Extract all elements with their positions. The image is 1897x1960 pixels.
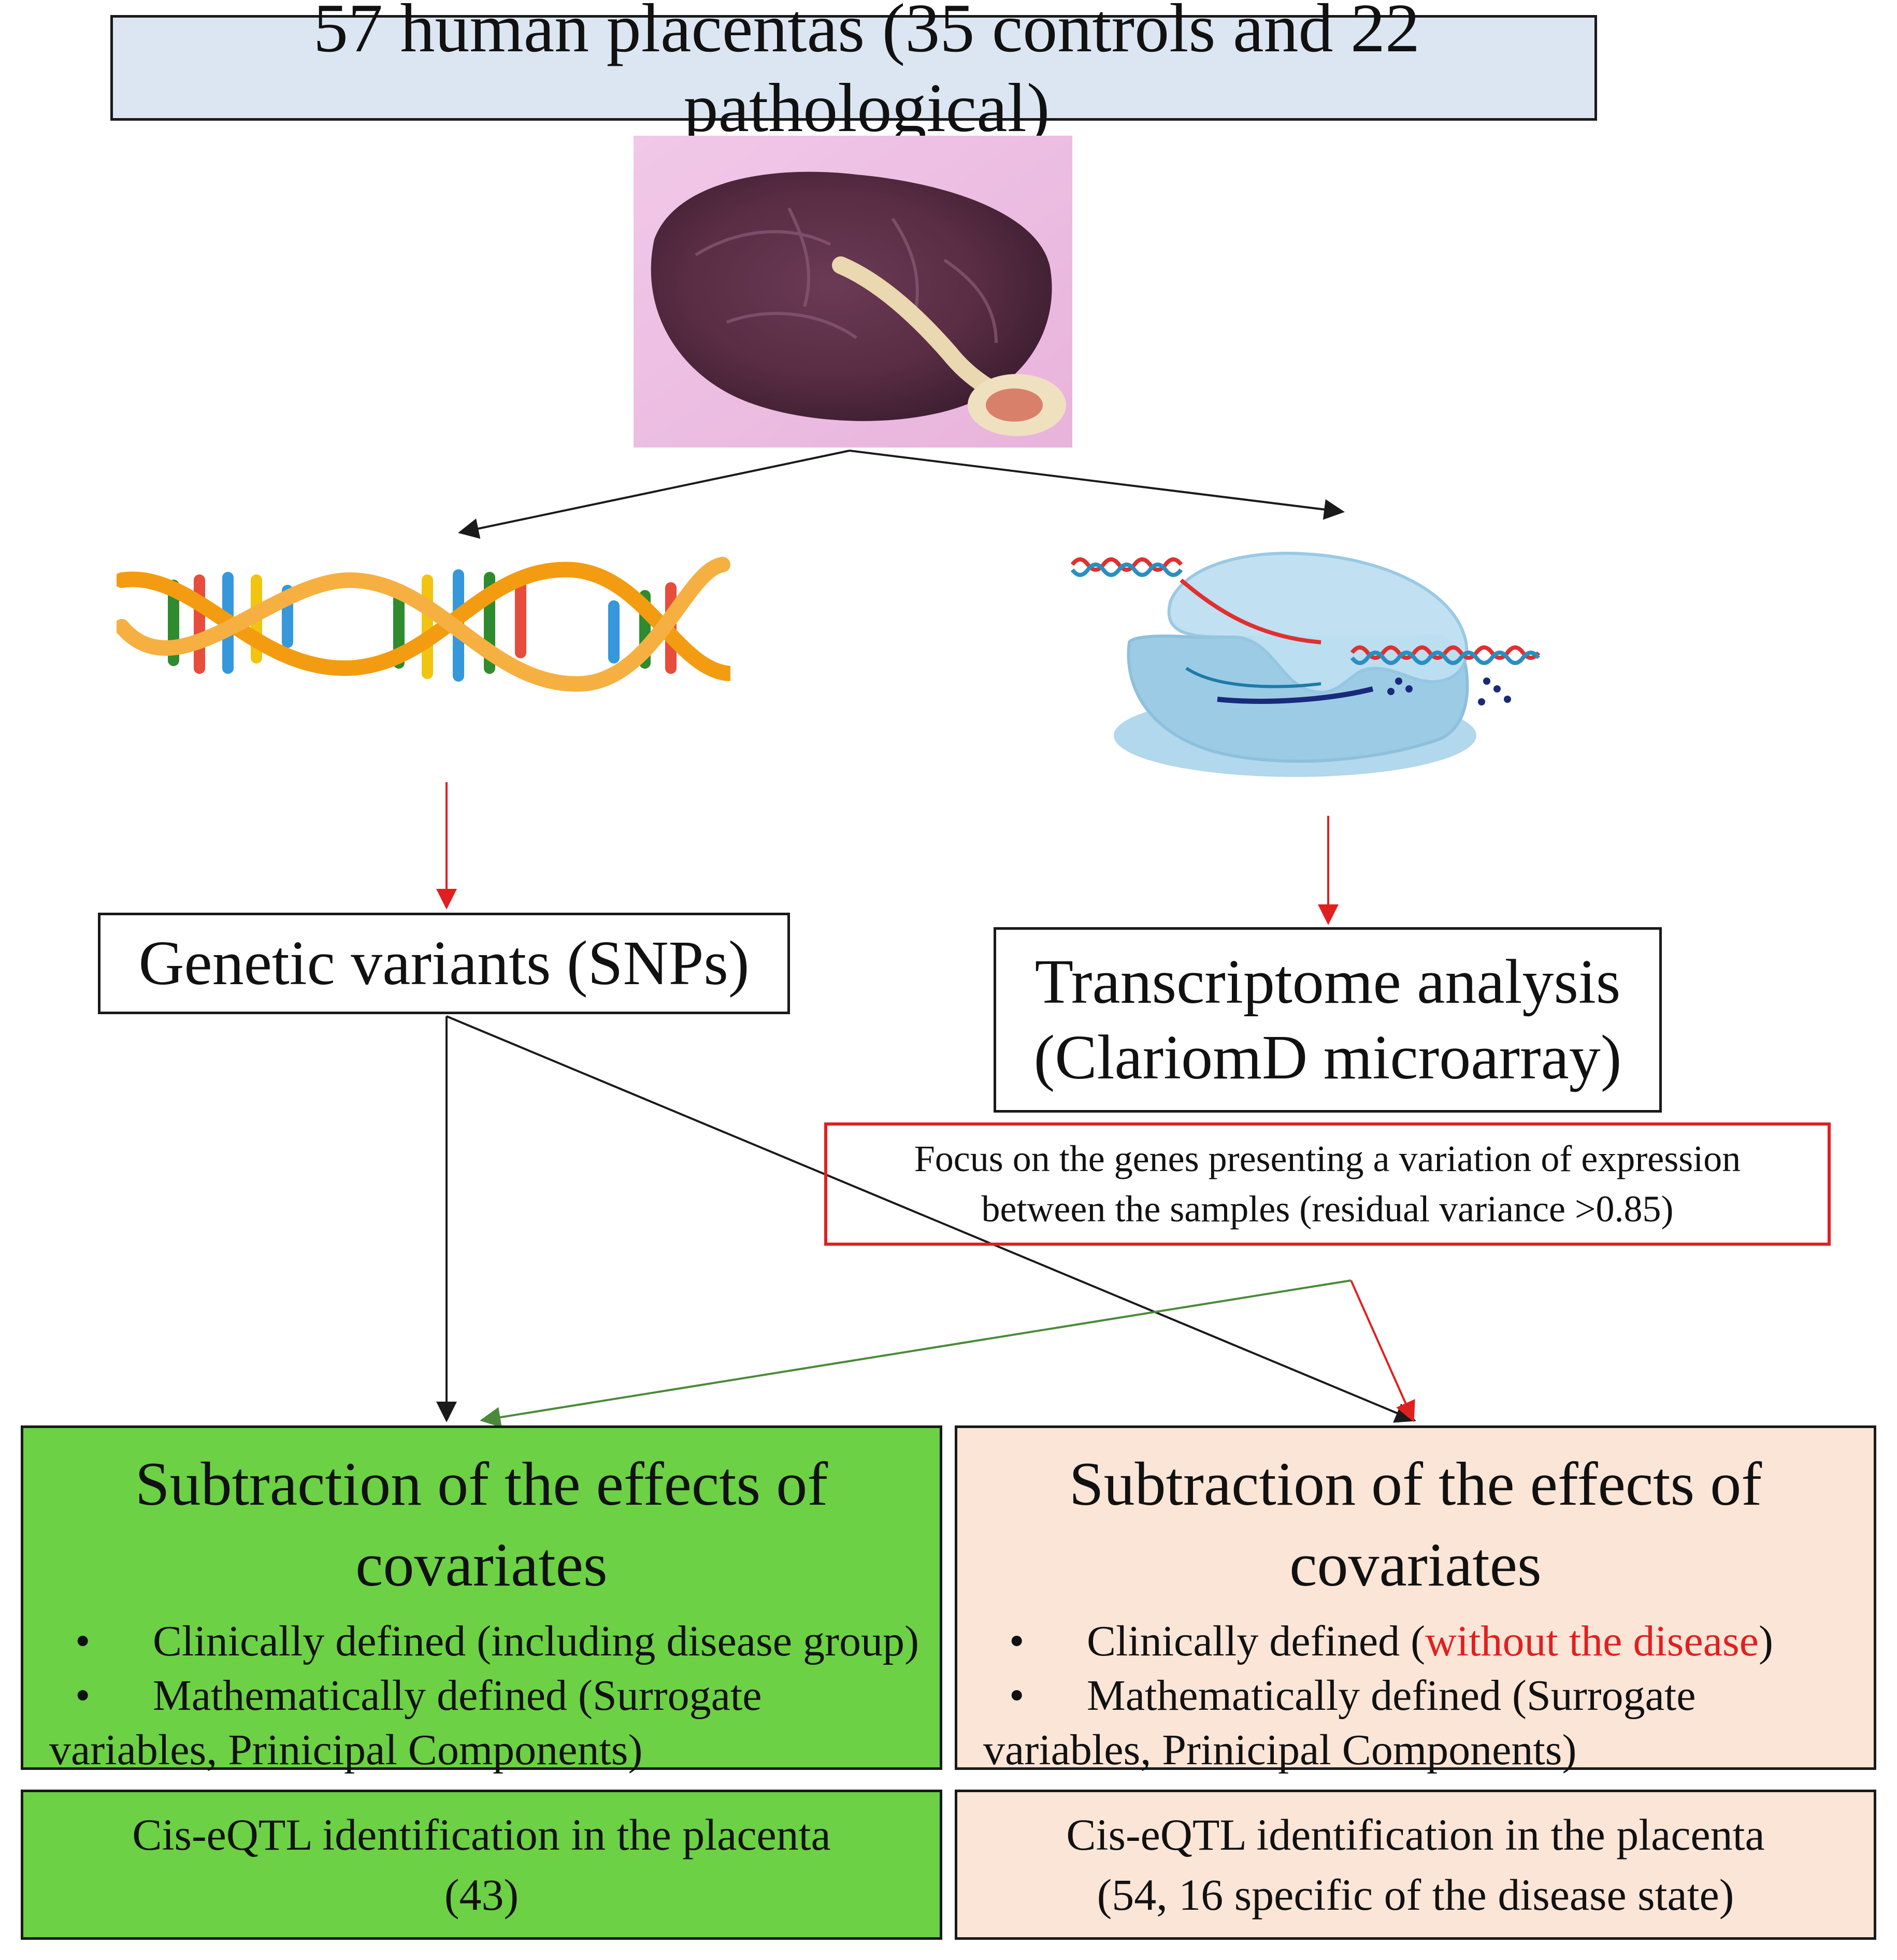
placenta-photo [634, 136, 1072, 448]
left-result-line1: Cis-eQTL identification in the placenta [132, 1809, 831, 1860]
genetic-variants-box: Genetic variants (SNPs) [98, 913, 790, 1014]
transcriptome-line2: (ClariomD microarray) [1033, 1022, 1622, 1092]
transcriptome-line1: Transcriptome analysis [1034, 946, 1621, 1017]
left-item-math-line2: variables, Prinicipal Components) [49, 1725, 643, 1774]
left-panel-title-line2: covariates [355, 1530, 608, 1599]
list-item: • Clinically defined (including disease … [44, 1616, 919, 1668]
right-covariates-list: • Clinically defined (without the diseas… [978, 1616, 1853, 1722]
right-covariates-panel: Subtraction of the effects of covariates… [955, 1425, 1876, 1774]
focus-box: Focus on the genes presenting a variatio… [824, 1122, 1831, 1246]
left-panel-title: Subtraction of the effects of covariates [44, 1444, 919, 1605]
left-covariates-panel: Subtraction of the effects of covariates… [21, 1425, 942, 1774]
left-item-clinical: Clinically defined (including disease gr… [153, 1617, 919, 1665]
transcription-ribosome-icon [1070, 552, 1541, 777]
arrow-focus-to-right-panel [1350, 1280, 1415, 1422]
bullet: • [75, 1617, 91, 1665]
right-item-math-line1: Mathematically defined (Surrogate [1087, 1671, 1696, 1720]
genetic-variants-label: Genetic variants (SNPs) [138, 928, 750, 998]
right-item-clinical-highlight: without the disease [1425, 1617, 1759, 1665]
right-panel-title-line2: covariates [1289, 1530, 1542, 1599]
right-panel-title: Subtraction of the effects of covariates [978, 1444, 1853, 1605]
list-item: • Mathematically defined (Surrogate [978, 1670, 1853, 1722]
right-result-box: Cis-eQTL identification in the placenta … [955, 1790, 1876, 1940]
bullet: • [1009, 1617, 1025, 1665]
right-item-clinical-post: ) [1759, 1617, 1773, 1665]
arrow-placenta-to-dna [458, 450, 850, 539]
left-result-line2: (43) [444, 1870, 519, 1920]
left-panel-title-line1: Subtraction of the effects of [135, 1449, 828, 1518]
bullet: • [75, 1671, 91, 1720]
arrow-focus-to-left-panel [480, 1279, 1352, 1428]
right-item-clinical-pre: Clinically defined ( [1087, 1617, 1426, 1665]
arrow-placenta-to-ribosome [849, 450, 1345, 520]
right-panel-title-line1: Subtraction of the effects of [1069, 1449, 1762, 1518]
transcriptome-box: Transcriptome analysis (ClariomD microar… [994, 927, 1662, 1113]
title-text: 57 human placentas (35 controls and 22 p… [313, 0, 1420, 146]
bullet: • [1009, 1671, 1025, 1720]
left-item-math-line1: Mathematically defined (Surrogate [153, 1671, 762, 1720]
dna-double-helix-icon [117, 557, 730, 692]
left-result-box: Cis-eQTL identification in the placenta … [21, 1790, 942, 1940]
right-result-line1: Cis-eQTL identification in the placenta [1066, 1809, 1765, 1860]
focus-line1: Focus on the genes presenting a variatio… [914, 1137, 1741, 1179]
focus-line2: between the samples (residual variance >… [981, 1188, 1674, 1230]
list-item: • Clinically defined (without the diseas… [978, 1616, 1853, 1668]
arrow-snp-to-right-panel [446, 1015, 1416, 1423]
right-result-line2: (54, 16 specific of the disease state) [1097, 1870, 1734, 1920]
title-box: 57 human placentas (35 controls and 22 p… [110, 0, 1597, 146]
list-item: • Mathematically defined (Surrogate [44, 1670, 919, 1722]
right-item-math-line2: variables, Prinicipal Components) [983, 1725, 1577, 1774]
left-covariates-list: • Clinically defined (including disease … [44, 1616, 919, 1722]
